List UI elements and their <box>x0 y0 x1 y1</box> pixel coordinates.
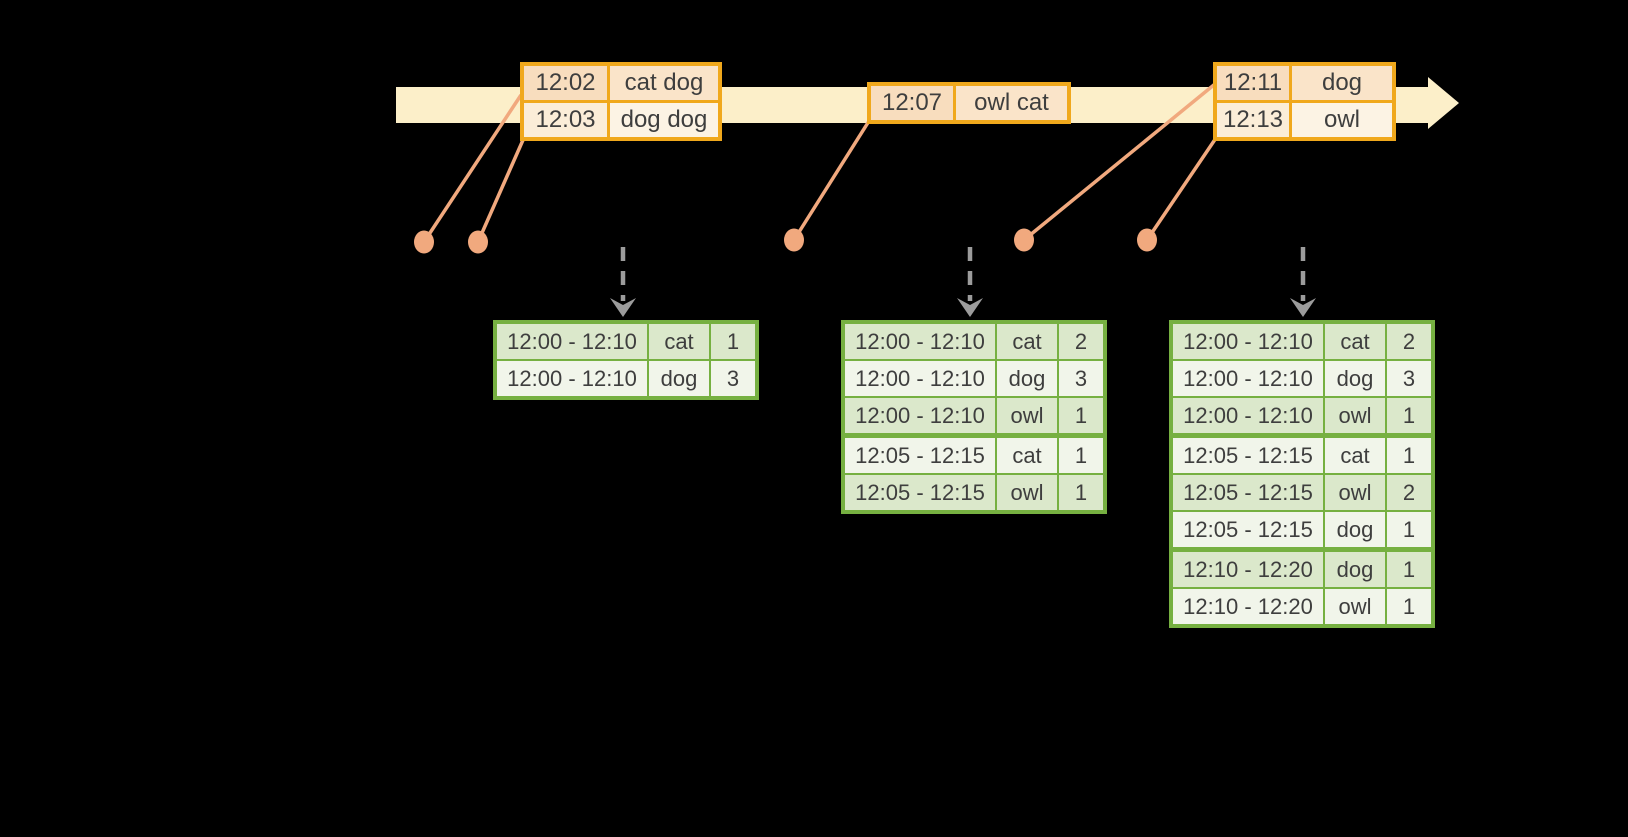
count-cell: 1 <box>1387 512 1431 547</box>
word-cell: cat <box>1325 324 1385 359</box>
window-cell: 12:00 - 12:10 <box>845 398 995 433</box>
word-cell: dog <box>997 361 1057 396</box>
event-words-cell: dog <box>1292 66 1392 100</box>
event-time-cell: 12:13 <box>1217 103 1289 137</box>
table-row: 12:00 - 12:10 cat 1 <box>497 324 755 359</box>
window-cell: 12:05 - 12:15 <box>1173 512 1323 547</box>
table-row: 12:00 - 12:10 cat 2 <box>1173 324 1431 359</box>
count-cell: 1 <box>1387 552 1431 587</box>
connector-line <box>1145 137 1218 241</box>
window-cell: 12:00 - 12:10 <box>845 324 995 359</box>
count-cell: 1 <box>711 324 755 359</box>
table-row: 12:00 - 12:10 owl 1 <box>845 398 1103 433</box>
event-row: 12:03 dog dog <box>524 103 718 137</box>
table-row: 12:00 - 12:10 owl 1 <box>1173 398 1431 433</box>
word-cell: dog <box>649 361 709 396</box>
word-cell: dog <box>1325 512 1385 547</box>
event-row: 12:13 owl <box>1217 103 1392 137</box>
count-cell: 3 <box>1059 361 1103 396</box>
event-table-2: 12:07 owl cat <box>867 82 1071 124</box>
event-dot-icon <box>468 230 488 254</box>
result-table-2: 12:00 - 12:10 cat 2 12:00 - 12:10 dog 3 … <box>841 320 1107 514</box>
count-cell: 3 <box>1387 361 1431 396</box>
count-cell: 1 <box>1387 438 1431 473</box>
table-row: 12:05 - 12:15 cat 1 <box>1173 438 1431 473</box>
result-table-3: 12:00 - 12:10 cat 2 12:00 - 12:10 dog 3 … <box>1169 320 1435 628</box>
table-row: 12:05 - 12:15 owl 2 <box>1173 475 1431 510</box>
table-row: 12:10 - 12:20 owl 1 <box>1173 589 1431 624</box>
count-cell: 2 <box>1387 324 1431 359</box>
event-time-cell: 12:02 <box>524 66 607 100</box>
count-cell: 1 <box>1387 398 1431 433</box>
word-cell: cat <box>997 324 1057 359</box>
word-cell: owl <box>997 475 1057 510</box>
event-time-cell: 12:07 <box>871 86 953 120</box>
window-cell: 12:05 - 12:15 <box>1173 438 1323 473</box>
table-row: 12:10 - 12:20 dog 1 <box>1173 552 1431 587</box>
event-connector-lines <box>422 82 1218 243</box>
trigger-arrow-icon <box>957 247 983 317</box>
table-row: 12:00 - 12:10 dog 3 <box>845 361 1103 396</box>
count-cell: 1 <box>1059 398 1103 433</box>
event-dots <box>414 228 1157 254</box>
connector-line <box>1022 82 1217 242</box>
event-row: 12:07 owl cat <box>871 86 1067 120</box>
event-row: 12:11 dog <box>1217 66 1392 100</box>
table-row: 12:00 - 12:10 dog 3 <box>497 361 755 396</box>
connector-line <box>476 139 525 243</box>
table-row: 12:05 - 12:15 dog 1 <box>1173 512 1431 547</box>
event-table-3: 12:11 dog 12:13 owl <box>1213 62 1396 141</box>
table-row: 12:05 - 12:15 owl 1 <box>845 475 1103 510</box>
event-dot-icon <box>1014 228 1034 252</box>
window-cell: 12:10 - 12:20 <box>1173 589 1323 624</box>
connector-line <box>792 120 871 241</box>
trigger-arrow-icon <box>610 247 636 317</box>
word-cell: cat <box>649 324 709 359</box>
trigger-arrows <box>610 247 1316 317</box>
window-cell: 12:00 - 12:10 <box>1173 324 1323 359</box>
word-cell: owl <box>997 398 1057 433</box>
window-cell: 12:10 - 12:20 <box>1173 552 1323 587</box>
event-table-1: 12:02 cat dog 12:03 dog dog <box>520 62 722 141</box>
window-cell: 12:05 - 12:15 <box>1173 475 1323 510</box>
connector-line <box>422 94 523 243</box>
count-cell: 2 <box>1387 475 1431 510</box>
event-words-cell: cat dog <box>610 66 718 100</box>
word-cell: cat <box>1325 438 1385 473</box>
count-cell: 3 <box>711 361 755 396</box>
event-dot-icon <box>784 228 804 252</box>
count-cell: 1 <box>1059 438 1103 473</box>
result-table-1: 12:00 - 12:10 cat 1 12:00 - 12:10 dog 3 <box>493 320 759 400</box>
window-cell: 12:00 - 12:10 <box>497 361 647 396</box>
window-cell: 12:00 - 12:10 <box>1173 398 1323 433</box>
table-row: 12:00 - 12:10 dog 3 <box>1173 361 1431 396</box>
word-cell: dog <box>1325 552 1385 587</box>
event-words-cell: owl cat <box>956 86 1067 120</box>
event-words-cell: dog dog <box>610 103 718 137</box>
word-cell: owl <box>1325 589 1385 624</box>
count-cell: 2 <box>1059 324 1103 359</box>
word-cell: cat <box>997 438 1057 473</box>
window-cell: 12:00 - 12:10 <box>1173 361 1323 396</box>
event-dot-icon <box>1137 228 1157 252</box>
word-cell: owl <box>1325 475 1385 510</box>
count-cell: 1 <box>1059 475 1103 510</box>
window-cell: 12:05 - 12:15 <box>845 438 995 473</box>
event-words-cell: owl <box>1292 103 1392 137</box>
event-time-cell: 12:11 <box>1217 66 1289 100</box>
count-cell: 1 <box>1387 589 1431 624</box>
window-cell: 12:05 - 12:15 <box>845 475 995 510</box>
event-row: 12:02 cat dog <box>524 66 718 100</box>
word-cell: owl <box>1325 398 1385 433</box>
table-row: 12:00 - 12:10 cat 2 <box>845 324 1103 359</box>
event-time-cell: 12:03 <box>524 103 607 137</box>
window-cell: 12:00 - 12:10 <box>845 361 995 396</box>
table-row: 12:05 - 12:15 cat 1 <box>845 438 1103 473</box>
event-dot-icon <box>414 230 434 254</box>
window-cell: 12:00 - 12:10 <box>497 324 647 359</box>
trigger-arrow-icon <box>1290 247 1316 317</box>
word-cell: dog <box>1325 361 1385 396</box>
